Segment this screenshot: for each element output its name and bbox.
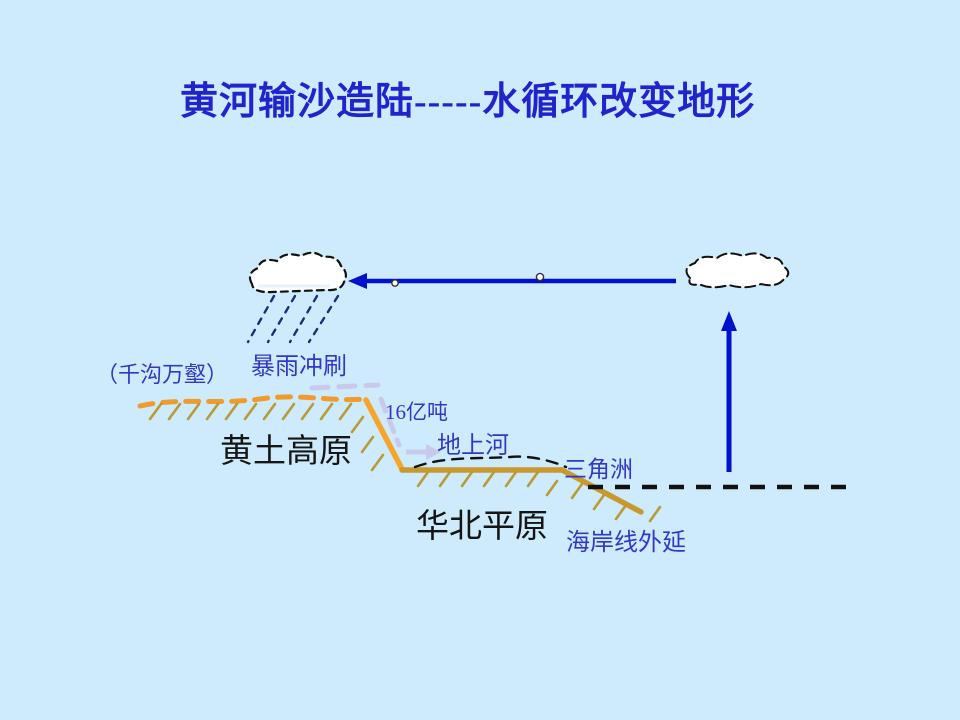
rain-cloud-icon	[248, 251, 348, 294]
label-loess-plateau: 黄土高原	[220, 434, 352, 470]
evaporation-arrow-icon	[721, 311, 737, 472]
plateau-hatching	[148, 402, 385, 472]
label-north-china-plain: 华北平原	[416, 509, 548, 545]
rain-dashes-icon	[246, 294, 340, 344]
condensation-dot-icon	[535, 272, 545, 282]
vapor-transport-arrow-icon	[348, 272, 676, 289]
plateau-slope	[363, 397, 405, 472]
ground-hatching	[416, 470, 662, 523]
label-sediment-amount: 16亿吨	[385, 400, 448, 424]
delta-slope	[559, 467, 644, 515]
cloud-icon	[685, 252, 790, 289]
label-storm-erosion: 暴雨冲刷	[251, 354, 347, 380]
label-delta: 三角洲	[564, 457, 633, 482]
condensation-dot-icon	[391, 279, 399, 287]
label-gullies: （千沟万壑）	[96, 362, 229, 387]
label-coastline-extension: 海岸线外延	[566, 530, 686, 556]
river-flow-arrow-icon	[309, 382, 441, 460]
label-elevated-river: 地上河	[437, 433, 509, 459]
elevated-riverbed-dashed-arc	[413, 455, 568, 469]
plateau-surface	[137, 394, 369, 409]
slide-title: 黄河输沙造陆-----水循环改变地形	[180, 81, 756, 123]
